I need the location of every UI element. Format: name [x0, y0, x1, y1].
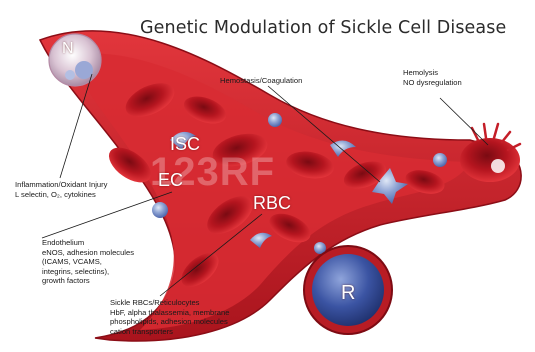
callout-line-text: (ICAMS, VCAMS, — [42, 257, 134, 267]
callout-line-text: Sickle RBCs/Reticulocytes — [110, 298, 229, 308]
callout-line-text: eNOS, adhesion molecules — [42, 248, 134, 258]
cell-tag-isc: ISC — [170, 134, 200, 155]
reticulocyte — [152, 202, 168, 218]
callout-line-text: L selectin, O₂, cytokines — [15, 190, 107, 200]
cell-tag-r: R — [341, 282, 355, 305]
callout-line-text: Hemostasis/Coagulation — [220, 76, 302, 86]
callout-line-text: Endothelium — [42, 238, 134, 248]
reticulocyte — [268, 113, 282, 127]
callout-line — [440, 98, 488, 145]
neutrophil-granule — [65, 70, 75, 80]
neutrophil-nucleus — [75, 61, 93, 79]
hemolysis-cell — [460, 124, 520, 182]
callout-line-text: cation transporters — [110, 327, 229, 337]
cell-tag-rbc: RBC — [253, 193, 291, 214]
callout-sickle-rbcs: Sickle RBCs/Reticulocytes HbF, alpha tha… — [110, 298, 229, 336]
callout-line-text: phospholipids, adhesion molecules — [110, 317, 229, 327]
callout-inflammation: Inflammation/Oxidant Injury L selectin, … — [15, 180, 107, 199]
callout-hemolysis: Hemolysis NO dysregulation — [403, 68, 462, 87]
cell-tag-ec: EC — [158, 170, 183, 191]
callout-line-text: growth factors — [42, 276, 134, 286]
callout-line-text: NO dysregulation — [403, 78, 462, 88]
callout-line-text: Inflammation/Oxidant Injury — [15, 180, 107, 190]
reticulocyte — [433, 153, 447, 167]
callout-line-text: Hemolysis — [403, 68, 462, 78]
callout-hemostasis: Hemostasis/Coagulation — [220, 76, 302, 86]
callout-endothelium: Endothelium eNOS, adhesion molecules (IC… — [42, 238, 134, 286]
callout-line-text: HbF, alpha thalassemia, membrane — [110, 308, 229, 318]
diagram-title: Genetic Modulation of Sickle Cell Diseas… — [140, 18, 506, 38]
neutrophil-cell — [49, 34, 101, 86]
cell-tag-n: N — [62, 40, 74, 58]
callout-line-text: integrins, selectins), — [42, 267, 134, 277]
